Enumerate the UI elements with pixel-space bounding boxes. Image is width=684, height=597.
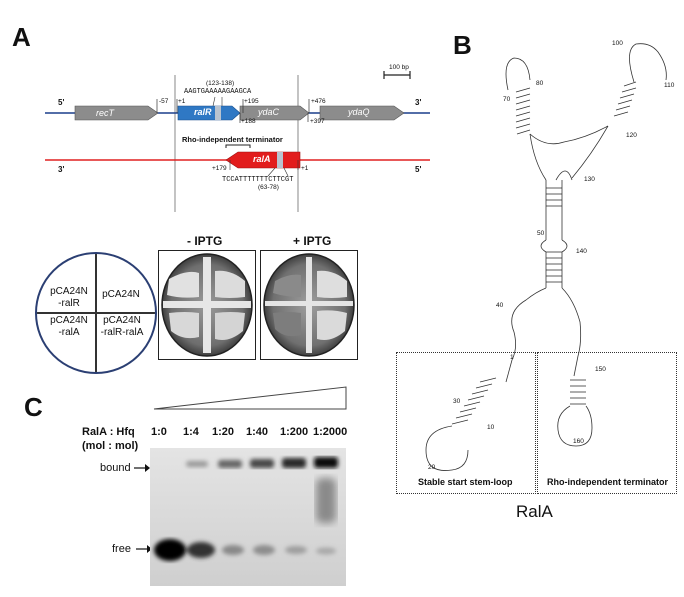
ydaQ-gene-label: ydaQ [348, 107, 370, 117]
gene-map [45, 71, 430, 212]
nt-label-30: 30 [453, 398, 461, 405]
ralR-gene-label: ralR [194, 107, 212, 117]
free-arrow [136, 545, 152, 553]
terminator-label: Rho-independent terminator [182, 135, 283, 144]
pos-p179: +179 [212, 165, 227, 172]
pos-p1-bottom: +1 [301, 165, 309, 172]
terminator-box-label: Rho-independent terminator [547, 477, 668, 487]
lane-label-4: 1:40 [246, 426, 269, 438]
bottom-5prime-label: 5' [415, 165, 422, 174]
gel-image [150, 448, 346, 586]
lane-label-6: 1:2000 [313, 426, 348, 438]
terminator-box [537, 352, 677, 494]
nt-label-160: 160 [573, 438, 584, 445]
nt-label-40: 40 [496, 302, 504, 309]
panel-b-letter: B [453, 30, 472, 60]
nt-label-20: 20 [428, 464, 436, 471]
plate-map-vector: pCA24N [102, 289, 140, 300]
structure-name: RalA [516, 502, 553, 521]
panel-a-letter: A [12, 22, 31, 52]
plate-map-diagram [35, 252, 157, 374]
top-seq-range: (123-138) [206, 80, 235, 87]
lane-label-1: 1:0 [151, 426, 167, 438]
pos-p188: +188 [241, 118, 256, 125]
panel-c-letter: C [24, 392, 43, 422]
nt-label-110: 110 [664, 82, 675, 89]
nt-label-150: 150 [595, 366, 606, 373]
top-5prime-label: 5' [58, 98, 65, 107]
ralA-gene-label: ralA [253, 154, 271, 164]
pos-p195: +195 [244, 98, 259, 105]
plate-map-ralA: pCA24N -ralA [50, 315, 88, 338]
nt-label-50: 50 [537, 230, 545, 237]
lane-label-5: 1:200 [280, 426, 309, 438]
plate-minus-iptg [158, 250, 256, 360]
nt-label-80: 80 [536, 80, 544, 87]
free-label: free [112, 543, 131, 555]
stable-stem-loop-label: Stable start stem-loop [418, 477, 513, 487]
nt-label-120: 120 [626, 132, 637, 139]
minus-iptg-label: - IPTG [187, 234, 223, 248]
ratio-label: RalA : Hfq [82, 426, 135, 438]
plus-iptg-label: + IPTG [293, 234, 332, 248]
bound-arrow [134, 464, 150, 472]
nt-label-130: 130 [584, 176, 595, 183]
recT-gene-arrow [74, 105, 159, 121]
bottom-seq-range: (63-78) [258, 184, 279, 191]
plate-map-ralR: pCA24N -ralR [50, 286, 88, 309]
nt-label-100: 100 [612, 40, 623, 47]
pos-p1-top: +1 [178, 98, 186, 105]
ralR-gene-arrow [177, 105, 241, 121]
recT-gene-label: recT [96, 108, 114, 118]
stable-stem-loop-box [396, 352, 536, 494]
plate-map-ralR-ralA: pCA24N -ralR-ralA [100, 315, 144, 338]
lane-label-3: 1:20 [212, 426, 235, 438]
nt-label-140: 140 [576, 248, 587, 255]
top-3prime-label: 3' [415, 98, 422, 107]
bottom-seq: TCCATTTTTTTCTTCGT [222, 176, 294, 184]
nt-label-10: 10 [487, 424, 495, 431]
pos-p397: +397 [310, 118, 325, 125]
concentration-wedge [153, 386, 347, 410]
nt-label-70: 70 [503, 96, 511, 103]
pos-m57: -57 [159, 98, 169, 105]
scale-bar-label: 100 bp [389, 64, 409, 71]
ydaQ-gene-arrow [319, 105, 405, 121]
nt-label-1: 1 [510, 354, 514, 361]
plate-plus-iptg [260, 250, 358, 360]
lane-label-2: 1:4 [183, 426, 199, 438]
top-seq: AAGTGAAAAAGAAGCA [184, 88, 252, 96]
bottom-3prime-label: 3' [58, 165, 65, 174]
bound-label: bound [100, 462, 131, 474]
pos-p476: +476 [311, 98, 326, 105]
ydaC-gene-label: ydaC [258, 107, 280, 117]
rna-structure [425, 43, 667, 471]
ratio-unit: (mol : mol) [82, 440, 139, 452]
